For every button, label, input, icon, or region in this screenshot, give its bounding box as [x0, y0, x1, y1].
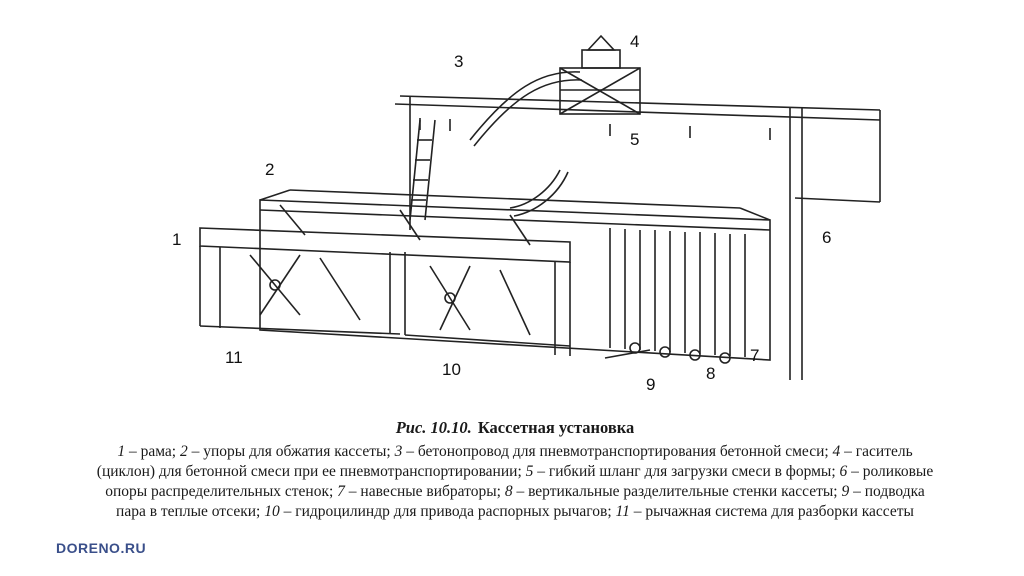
figure-label-3: 3 — [454, 52, 464, 71]
figure-label-10: 10 — [442, 360, 461, 379]
legend-number: 4 — [832, 443, 841, 460]
legend-item: 3 – бетонопровод для пневмотранспортиров… — [395, 443, 833, 460]
legend-text: – гибкий шланг для загрузки смеси в форм… — [533, 463, 840, 480]
caption-legend: 1 – рама; 2 – упоры для обжатия кассеты;… — [90, 442, 940, 522]
legend-item: 7 – навесные вибраторы; — [337, 483, 505, 500]
legend-number: 8 — [504, 483, 513, 500]
figure-label-6: 6 — [822, 228, 832, 247]
legend-number: 5 — [525, 463, 534, 480]
legend-text: – подводка пара в теплые отсеки; — [116, 483, 925, 520]
legend-item: 11 – рычажная система для разборки кассе… — [616, 503, 914, 520]
legend-item: 4 – гаситель (циклон) для бетонной смеси… — [97, 443, 913, 480]
legend-number: 3 — [394, 443, 403, 460]
site-watermark: DORENO.RU — [56, 540, 147, 556]
figure-label-5: 5 — [630, 130, 640, 149]
figure-label-11: 11 — [225, 348, 243, 367]
legend-number: 10 — [264, 503, 280, 520]
figure-number: Рис. 10.10. — [395, 418, 472, 437]
legend-text: – рычажная система для разборки кассеты — [629, 503, 914, 520]
caption-title: Рис. 10.10. Кассетная установка — [90, 418, 940, 438]
figure-label-8: 8 — [706, 364, 716, 383]
legend-number: 2 — [179, 443, 188, 460]
legend-item: 9 – подводка пара в теплые отсеки; — [116, 483, 925, 520]
cassette-installation-figure: 4 3 5 2 1 6 11 10 9 8 7 — [90, 30, 940, 415]
figure-label-7: 7 — [750, 346, 760, 365]
legend-item: 1 – рама; — [117, 443, 180, 460]
legend-text: – рама; — [125, 443, 180, 460]
legend-item: 2 – упоры для обжатия кассеты; — [180, 443, 395, 460]
legend-text: – роликовые опоры распределительных стен… — [105, 463, 934, 500]
figure-label-4: 4 — [630, 32, 640, 51]
legend-number: 6 — [839, 463, 848, 480]
figure-caption: Рис. 10.10. Кассетная установка 1 – рама;… — [90, 418, 940, 522]
legend-number: 9 — [841, 483, 850, 500]
legend-number: 7 — [337, 483, 345, 500]
legend-text: – вертикальные разделительные стенки кас… — [512, 483, 842, 500]
legend-text: – гидроцилиндр для привода распорных рыч… — [279, 503, 616, 520]
figure-title: Кассетная установка — [477, 418, 635, 437]
legend-item: 10 – гидроцилиндр для привода распорных … — [264, 503, 615, 520]
legend-text: – бетонопровод для пневмотранспортирован… — [402, 443, 833, 460]
figure-label-1: 1 — [172, 230, 182, 249]
legend-text: – навесные вибраторы; — [344, 483, 505, 500]
legend-text: – упоры для обжатия кассеты; — [187, 443, 395, 460]
legend-item: 8 – вертикальные разделительные стенки к… — [505, 483, 842, 500]
legend-item: 6 – роликовые опоры распределительных ст… — [105, 463, 933, 500]
figure-label-9: 9 — [646, 375, 656, 394]
legend-number: 11 — [615, 503, 630, 520]
legend-item: 5 – гибкий шланг для загрузки смеси в фо… — [526, 463, 840, 480]
figure-label-2: 2 — [265, 160, 275, 179]
legend-number: 1 — [117, 443, 126, 460]
legend-text: – гаситель (циклон) для бетонной смеси п… — [96, 443, 913, 480]
cassette-installation-drawing — [199, 34, 881, 380]
